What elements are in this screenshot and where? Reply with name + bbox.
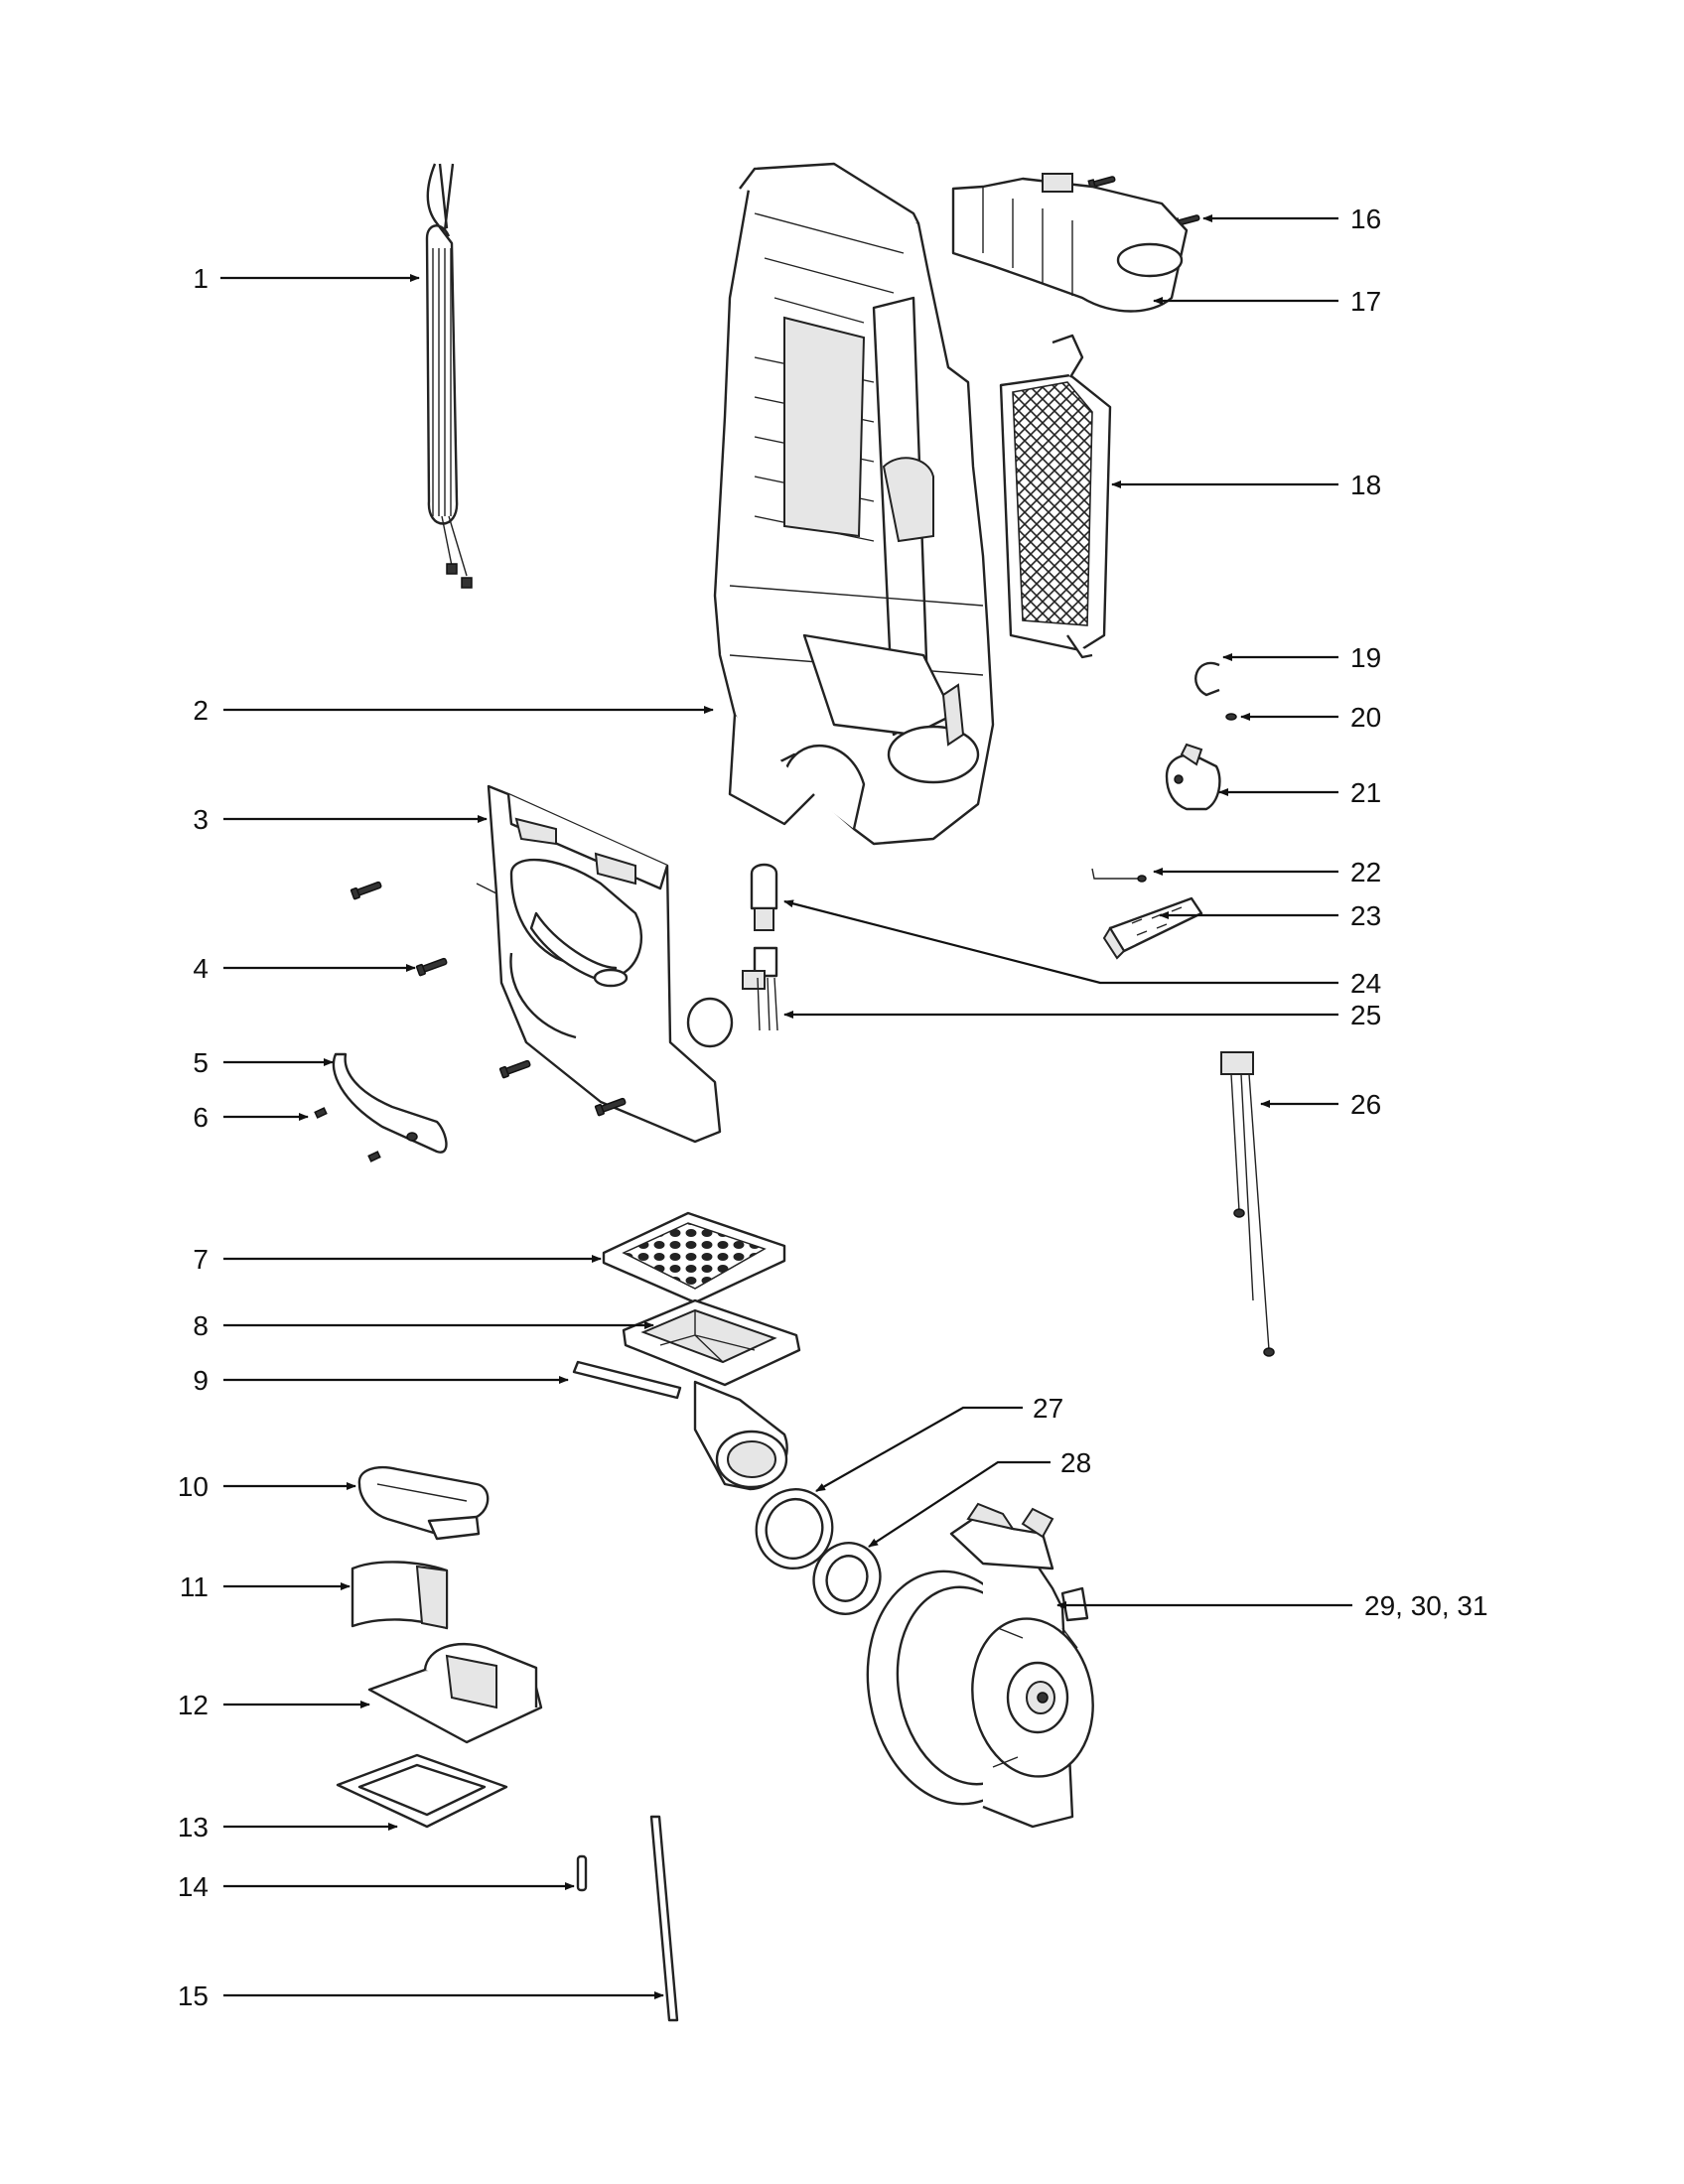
part-19-clip bbox=[1194, 661, 1220, 697]
callout-15: 15 bbox=[178, 1980, 209, 2011]
callout-27: 27 bbox=[1033, 1393, 1063, 1424]
part-8-tray bbox=[622, 1298, 801, 1491]
callout-6: 6 bbox=[193, 1102, 209, 1133]
part-5-bracket bbox=[332, 1052, 448, 1154]
callout-24: 24 bbox=[1350, 968, 1381, 999]
part-7-grill bbox=[602, 1211, 786, 1304]
callout-7: 7 bbox=[193, 1244, 209, 1275]
callout-19: 19 bbox=[1350, 642, 1381, 673]
callout-17: 17 bbox=[1350, 286, 1381, 317]
callout-29-30-31: 29, 30, 31 bbox=[1364, 1590, 1488, 1621]
callout-10: 10 bbox=[178, 1471, 209, 1502]
callout-12: 12 bbox=[178, 1690, 209, 1720]
part-17-top-cover bbox=[951, 173, 1189, 313]
part-10-cup bbox=[357, 1465, 490, 1541]
part-29-30-31-motor bbox=[866, 1502, 1094, 1829]
part-24-bulb bbox=[750, 863, 778, 931]
part-13-gasket bbox=[336, 1753, 508, 1829]
part-12-base-tray bbox=[367, 1642, 543, 1744]
part-28-washer-ring bbox=[812, 1542, 882, 1615]
callout-5: 5 bbox=[193, 1047, 209, 1078]
callout-8: 8 bbox=[193, 1310, 209, 1341]
part-26-wire bbox=[1220, 1051, 1275, 1357]
callout-3: 3 bbox=[193, 804, 209, 835]
part-21-switch bbox=[1165, 743, 1221, 811]
part-9-rod bbox=[572, 1360, 682, 1400]
callout-20: 20 bbox=[1350, 702, 1381, 733]
part-25-socket bbox=[742, 946, 778, 1031]
callout-18: 18 bbox=[1350, 470, 1381, 500]
callout-2: 2 bbox=[193, 695, 209, 726]
part-4-screws bbox=[350, 881, 627, 1117]
callout-13: 13 bbox=[178, 1812, 209, 1843]
part-15-long-rod bbox=[649, 1815, 679, 2022]
callout-22: 22 bbox=[1350, 857, 1381, 887]
callout-16: 16 bbox=[1350, 204, 1381, 234]
part-6-screws bbox=[314, 1107, 381, 1162]
callout-9: 9 bbox=[193, 1365, 209, 1396]
part-1-cord-bundle bbox=[425, 163, 473, 589]
callout-21: 21 bbox=[1350, 777, 1381, 808]
callout-26: 26 bbox=[1350, 1089, 1381, 1120]
part-27-ring-seal bbox=[755, 1488, 834, 1570]
callout-labels: 1 2 3 4 5 6 7 8 9 10 11 12 13 14 15 16 1… bbox=[178, 204, 1488, 2011]
callout-28: 28 bbox=[1060, 1447, 1091, 1478]
callout-4: 4 bbox=[193, 953, 209, 984]
callout-leaders bbox=[220, 214, 1352, 1999]
part-18-filter bbox=[999, 334, 1112, 659]
callout-11: 11 bbox=[180, 1571, 209, 1602]
part-11-foam bbox=[351, 1561, 449, 1630]
callout-25: 25 bbox=[1350, 1000, 1381, 1030]
part-23-circuit-board bbox=[1102, 896, 1203, 960]
part-20-washer bbox=[1225, 713, 1237, 721]
part-22-clip bbox=[1091, 868, 1147, 883]
part-3-rear-cover bbox=[476, 784, 734, 1144]
callout-1: 1 bbox=[193, 263, 209, 294]
callout-23: 23 bbox=[1350, 900, 1381, 931]
part-14-pin bbox=[576, 1854, 588, 1892]
callout-14: 14 bbox=[178, 1871, 209, 1902]
part-2-main-housing bbox=[713, 162, 995, 846]
